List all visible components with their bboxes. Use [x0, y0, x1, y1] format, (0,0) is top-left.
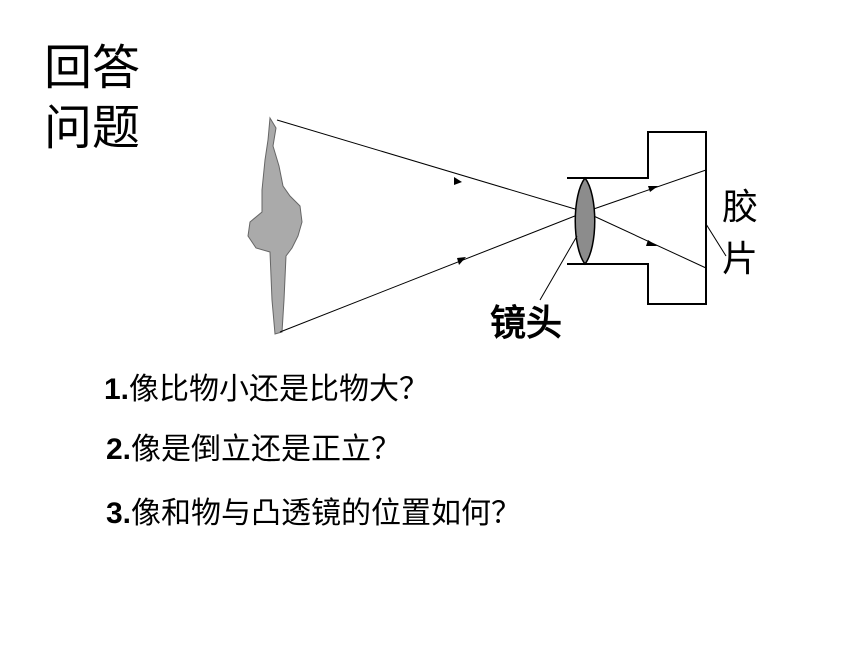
film-label-line-2: 片 [722, 239, 759, 280]
arrowhead-top-incoming [454, 177, 462, 185]
question-3-number: 3. [106, 497, 132, 530]
ray-top-outgoing [584, 211, 707, 269]
ray-bottom-incoming [279, 211, 586, 333]
camera-body [567, 131, 707, 305]
object-shape [247, 116, 303, 335]
arrowhead-bottom-outgoing [646, 240, 657, 246]
film-pointer-line [705, 223, 727, 257]
question-3: 3.像和物与凸透镜的位置如何？ [106, 496, 521, 532]
arrowhead-bottom-incoming [457, 257, 466, 265]
lens-label: 镜头 [490, 303, 563, 344]
title-line-2: 问题 [44, 100, 141, 156]
ray-top-incoming [276, 119, 586, 213]
lens-shape [574, 176, 596, 266]
question-2-number: 2. [106, 433, 132, 466]
title-line-1: 回答 [44, 40, 141, 96]
question-1-number: 1. [104, 373, 130, 406]
question-2: 2.像是倒立还是正立？ [106, 432, 401, 468]
question-1-text: 像比物小还是比物大？ [129, 372, 430, 407]
question-3-text: 像和物与凸透镜的位置如何？ [131, 496, 522, 531]
question-2-text: 像是倒立还是正立？ [131, 432, 402, 467]
ray-bottom-outgoing [584, 169, 707, 213]
film-label-line-1: 胶 [722, 187, 759, 228]
question-1: 1.像比物小还是比物大？ [104, 372, 429, 408]
arrowhead-top-outgoing [648, 186, 658, 192]
lens-pointer-line [539, 235, 578, 301]
